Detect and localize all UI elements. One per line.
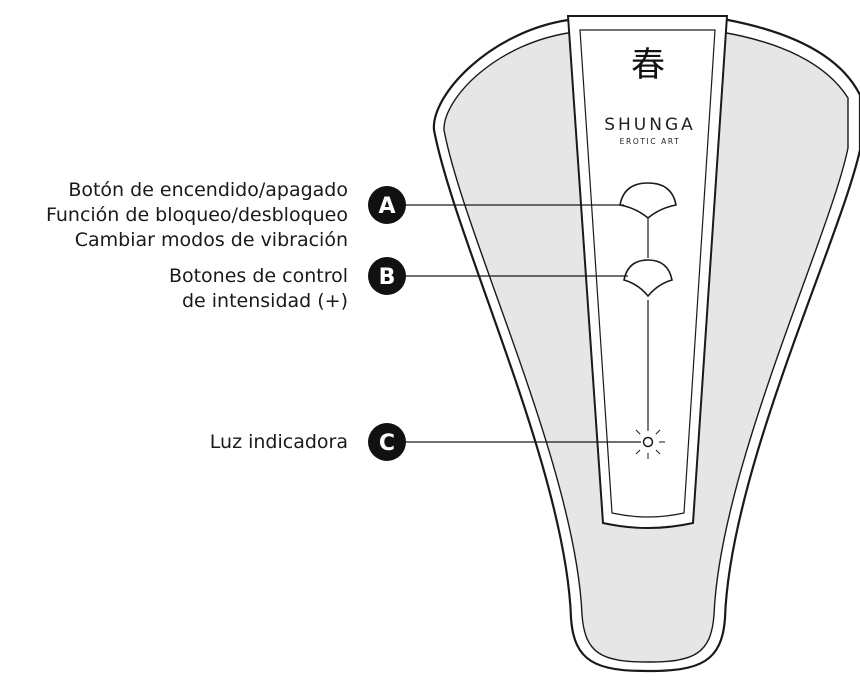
callout-label-c: Luz indicadora — [210, 430, 348, 455]
callout-label-a: Botón de encendido/apagado Función de bl… — [46, 178, 348, 253]
callout-a-line-1: Botón de encendido/apagado — [68, 179, 348, 201]
callout-label-b: Botones de control de intensidad (+) — [169, 264, 348, 314]
callout-badge-c: C — [368, 423, 406, 461]
callout-badge-a: A — [368, 186, 406, 224]
power-button-icon[interactable] — [619, 182, 677, 220]
callout-b-line-1: Botones de control — [168, 265, 348, 287]
callout-b-line-2: de intensidad (+) — [181, 290, 348, 312]
callout-badge-b: B — [368, 257, 406, 295]
brand-tagline: EROTIC ART — [620, 137, 681, 146]
svg-text:C: C — [379, 431, 395, 456]
intensity-button-icon[interactable] — [623, 259, 673, 298]
brand-name: SHUNGA — [604, 115, 696, 135]
callout-a-line-2: Función de bloqueo/desbloqueo — [45, 204, 348, 226]
callout-a-line-3: Cambiar modos de vibración — [74, 229, 348, 251]
svg-text:A: A — [378, 194, 395, 219]
callout-c-line-1: Luz indicadora — [209, 431, 348, 453]
brand-logo-glyph: 春 — [631, 45, 665, 85]
svg-text:B: B — [379, 265, 396, 290]
